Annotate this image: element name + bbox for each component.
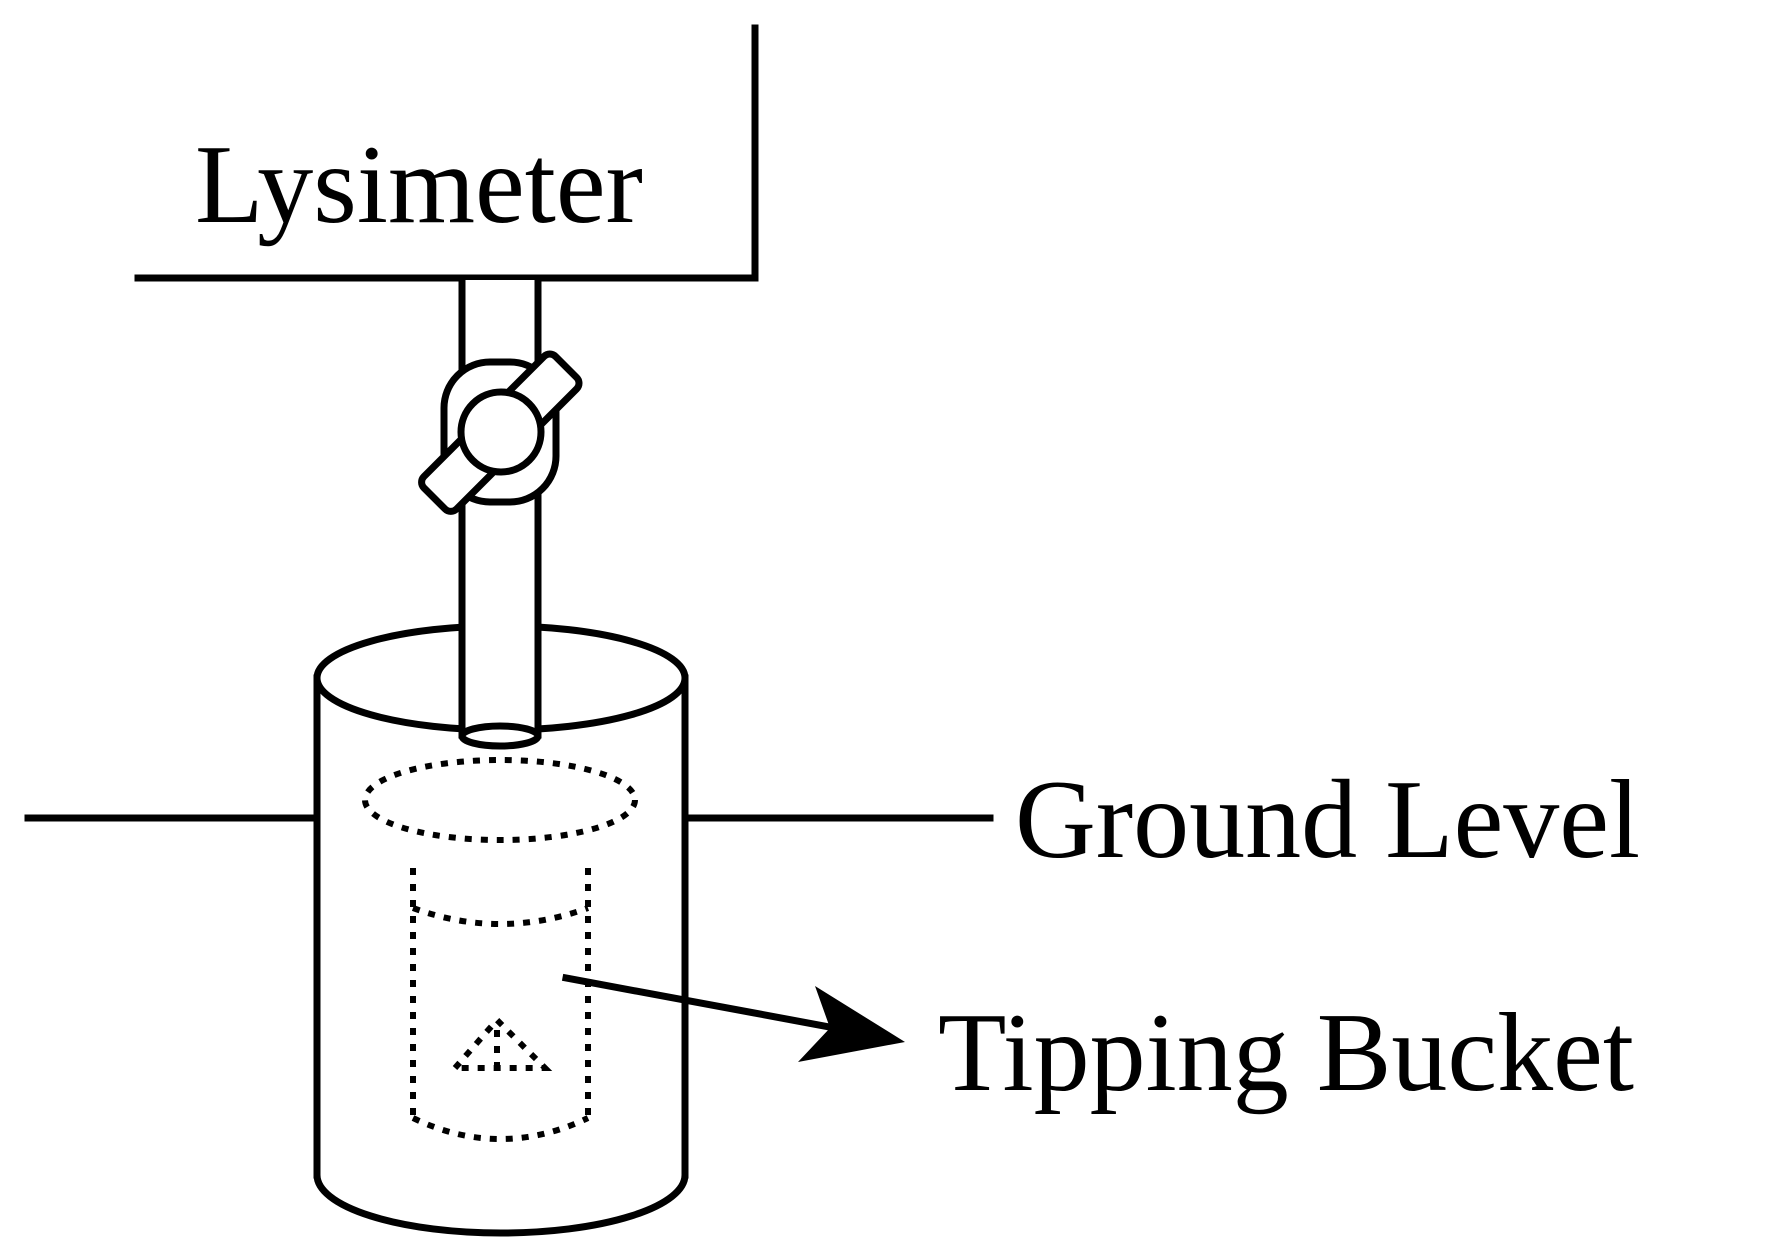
ground-level-label: Ground Level <box>1015 758 1640 882</box>
lysimeter-label: Lysimeter <box>195 123 643 247</box>
tipping-bucket-label: Tipping Bucket <box>938 991 1634 1115</box>
lysimeter-box <box>134 24 759 282</box>
valve-icon <box>418 350 583 515</box>
tipping-bucket-icon <box>362 757 638 1142</box>
arrow-icon <box>561 973 905 1062</box>
drain-pipe <box>458 276 542 750</box>
